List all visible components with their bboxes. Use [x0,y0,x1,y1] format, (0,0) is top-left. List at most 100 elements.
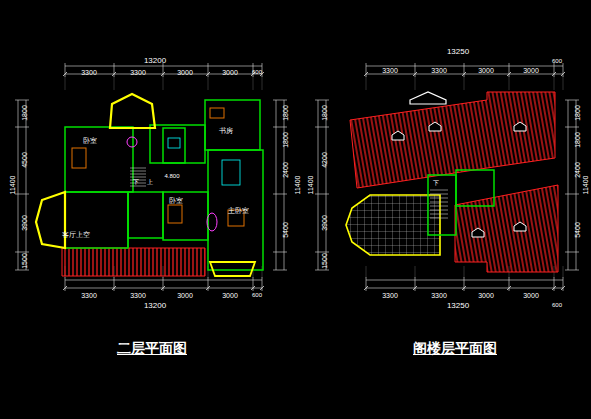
line [430,218,448,219]
line [462,286,466,290]
line [430,194,448,195]
wall [222,160,240,185]
line [161,72,165,76]
line [65,66,262,67]
line [413,72,417,76]
room-label: 4.800 [164,173,179,179]
room-label: 下 [433,180,439,186]
line [430,210,448,211]
line [15,252,29,253]
line [26,100,27,270]
line [364,286,368,290]
line [430,206,448,207]
wall [128,192,163,238]
dimension-text: 1500 [321,253,328,269]
dimension-text: 2400 [574,162,581,178]
line [563,76,564,90]
outline [110,94,155,128]
line [366,66,563,67]
line [315,194,329,195]
wall [163,192,208,240]
line [326,100,327,270]
room-label: 卧室 [83,137,97,144]
line [366,76,367,90]
line [130,168,146,169]
line [112,286,116,290]
outline [62,248,205,276]
line [507,72,511,76]
room-label: 600 [552,302,562,308]
line [318,100,319,270]
line [315,270,329,271]
line [509,76,510,90]
wall [150,125,205,163]
line [114,76,115,90]
line [262,76,263,90]
line [565,270,579,271]
line [565,194,579,195]
wall [210,108,224,118]
line [507,286,511,290]
dimension-text: 4500 [21,152,28,168]
dimension-text: 1800 [282,105,289,121]
line [565,252,579,253]
line [430,202,448,203]
dimension-text: 3000 [523,67,539,74]
dimension-text: 3000 [478,292,494,299]
dimension-text: 3000 [478,67,494,74]
line [464,76,465,90]
line [552,286,556,290]
dimension-text: 11400 [9,176,16,195]
dimension-text: 3000 [222,292,238,299]
room-label: 600 [252,292,262,298]
dimension-text: 1800 [21,105,28,121]
line [130,174,146,175]
line [273,100,287,101]
line [552,72,556,76]
wall [72,148,86,168]
dimension-text: 3300 [81,292,97,299]
line [464,266,465,278]
furniture [127,137,137,147]
dimension-text: 3900 [21,215,28,231]
outline [346,195,440,255]
line [366,266,367,278]
line [565,100,579,101]
outline [429,122,441,131]
line [415,76,416,90]
line [364,72,368,76]
line [15,127,29,128]
furniture [207,213,217,231]
wall [168,205,182,223]
line [127,192,129,248]
line [273,270,287,271]
line [561,286,565,290]
room-label: 卧室 [169,197,183,204]
dimension-text: 3900 [321,215,328,231]
dimension-text: 3300 [431,67,447,74]
dimension-text: 5400 [282,222,289,238]
room-label: 下 [133,179,139,185]
room-label: 书房 [219,127,233,134]
room-label: 600 [552,58,562,64]
outline [36,192,65,248]
wall [65,192,128,248]
dimension-text: 4200 [321,152,328,168]
dimension-text: 1800 [574,105,581,121]
line [273,127,287,128]
line [561,72,565,76]
line [206,286,210,290]
dimension-text: 13250 [447,302,469,310]
outline [350,92,555,188]
line [18,100,19,270]
dimension-text: 1500 [21,253,28,269]
line [568,100,569,270]
line [206,72,210,76]
line [130,177,146,178]
line [65,76,66,90]
dimension-text: 11400 [582,176,589,195]
line [413,286,417,290]
wall [456,170,494,206]
room-label: 主卧室 [228,207,249,214]
dimension-text: 11400 [294,176,301,195]
